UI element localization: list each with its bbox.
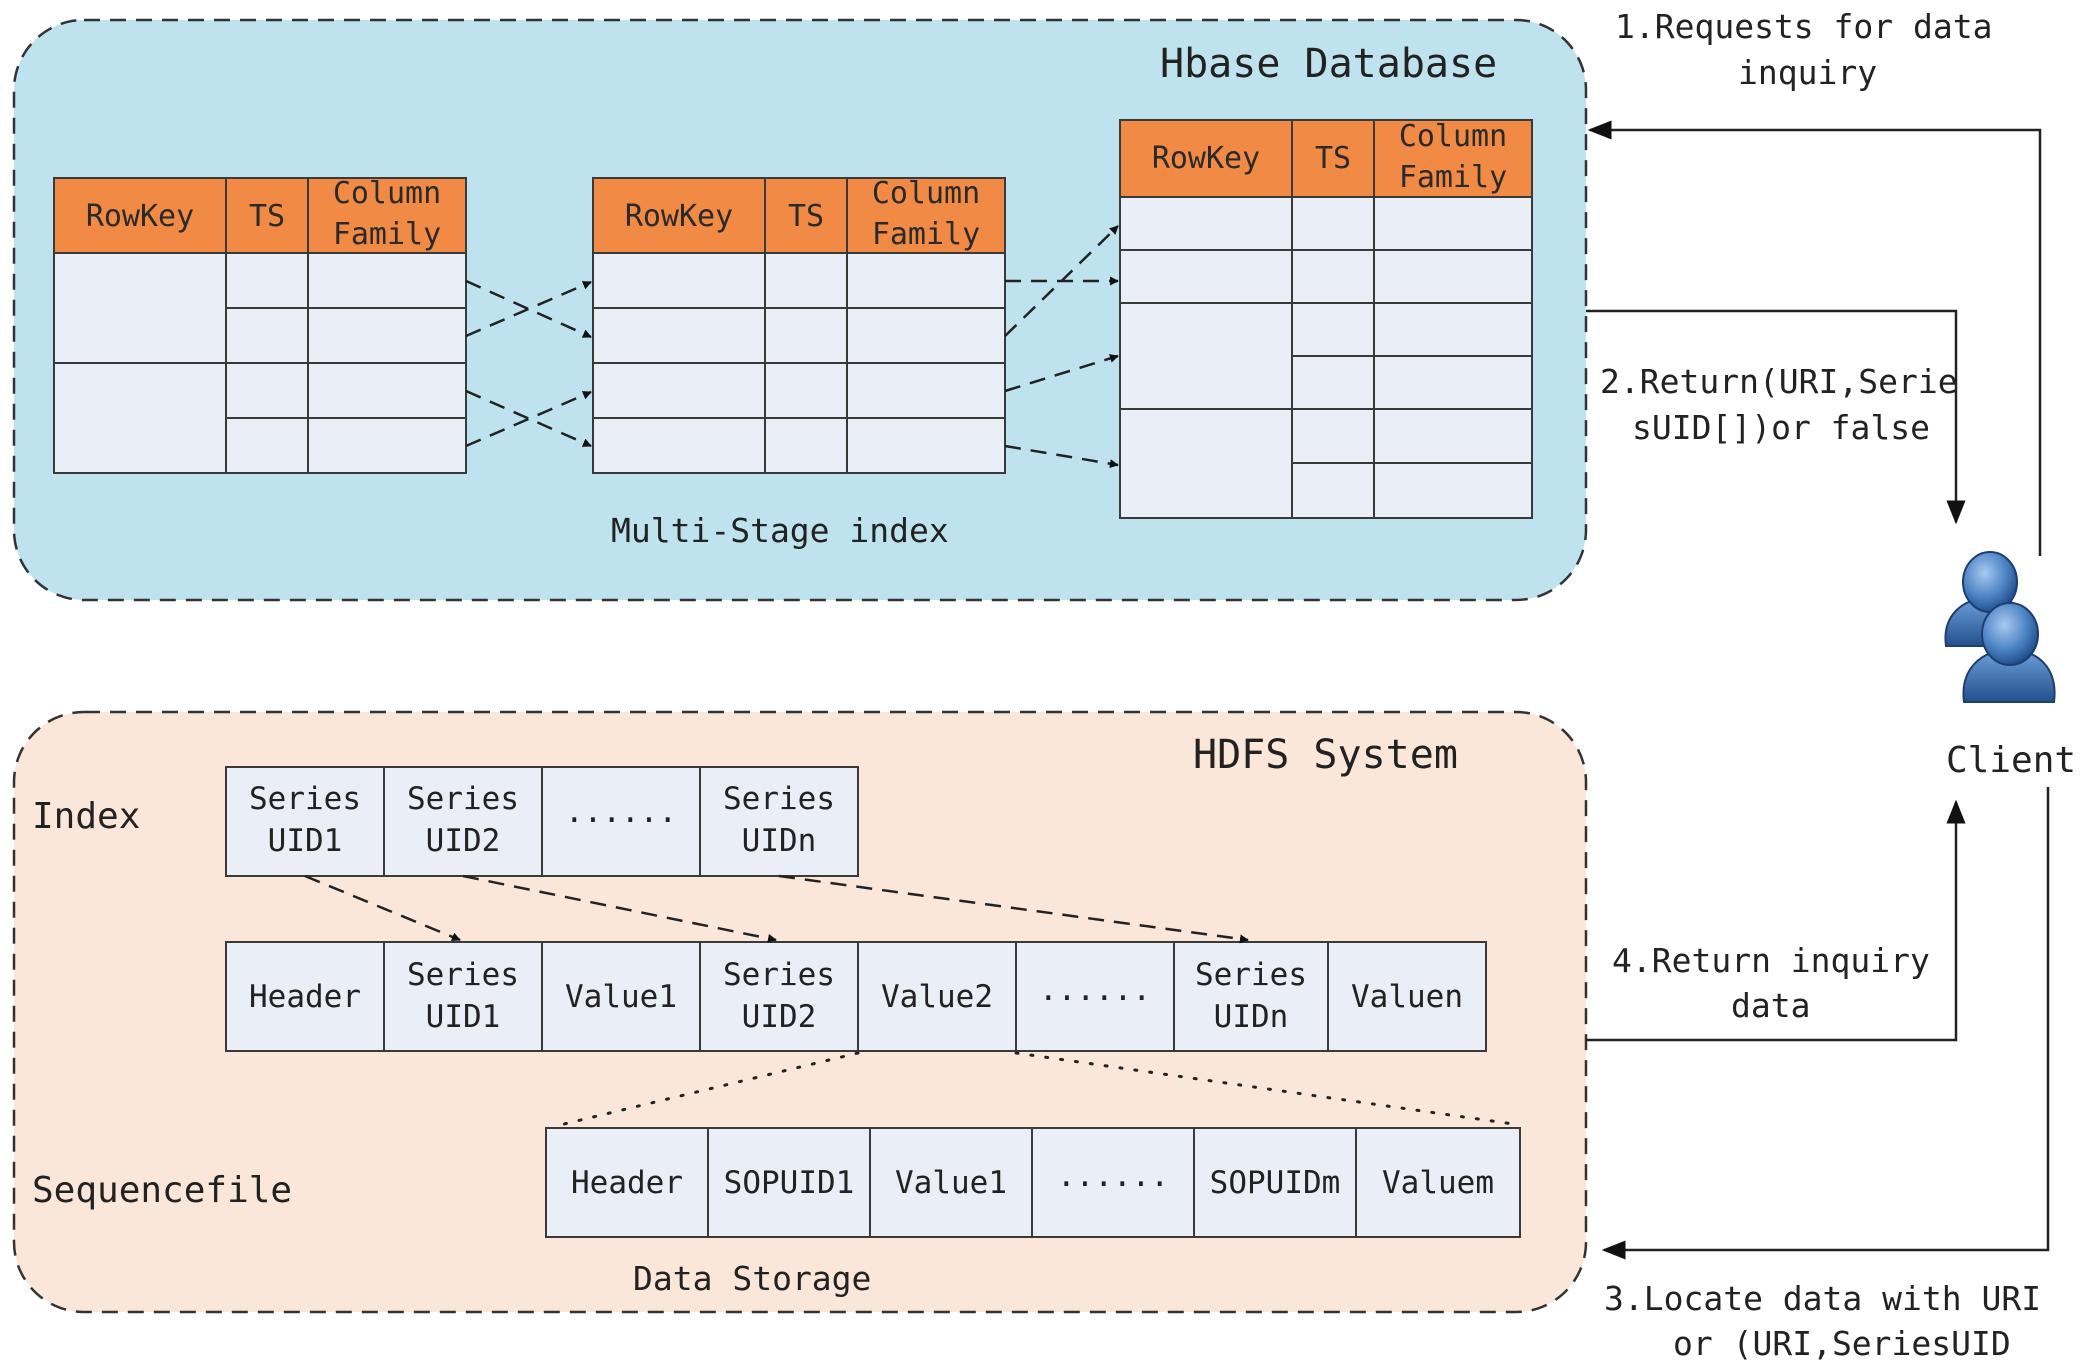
sequence-row: Header Series UID1 Value1 Series UID2 Va… — [225, 941, 1487, 1052]
multi-stage-index-caption: Multi-Stage index — [611, 511, 949, 550]
rowkey-header: RowKey — [1152, 141, 1260, 176]
step2-arrow — [1586, 309, 1966, 525]
column-header-line2: Family — [1399, 160, 1507, 195]
index-cell-2-line2: UID2 — [426, 823, 501, 859]
seq-value2: Value2 — [881, 979, 993, 1015]
index-cell-1-line1: Series — [249, 781, 361, 817]
ts-header: TS — [249, 199, 285, 234]
storage-header: Header — [571, 1165, 683, 1201]
index-label: Index — [32, 796, 140, 837]
hdfs-title: HDFS System — [1193, 732, 1458, 778]
ts-header: TS — [1315, 141, 1351, 176]
step4-line2: data — [1731, 986, 1810, 1025]
hbase-table-3: RowKey TS Column Family — [1119, 119, 1533, 519]
data-storage-caption: Data Storage — [633, 1259, 871, 1298]
step2-line1: 2.Return(URI,Serie — [1600, 362, 1958, 401]
index-cell-2-line1: Series — [407, 781, 519, 817]
column-header-line1: Column — [1399, 119, 1507, 154]
index-cell-1-line2: UID1 — [268, 823, 343, 859]
flow-arrows — [1586, 120, 2050, 1260]
step4-arrow — [1586, 799, 1966, 1042]
rowkey-header: RowKey — [86, 199, 194, 234]
hbase-table-1: RowKey TS Column Family — [53, 176, 467, 474]
uid-links — [304, 874, 1249, 944]
seq-uid1-line1: Series — [407, 957, 519, 993]
hbase-title: Hbase Database — [1160, 41, 1497, 87]
seq-uidn-line1: Series — [1195, 957, 1307, 993]
storage-valuem: Valuem — [1382, 1165, 1494, 1201]
column-header-line1: Column — [333, 176, 441, 211]
storage-ellipsis: ...... — [1057, 1158, 1169, 1194]
index-cell-n-line2: UIDn — [742, 823, 817, 859]
rowkey-header: RowKey — [625, 199, 733, 234]
ts-header: TS — [788, 199, 824, 234]
storage-row: Header SOPUID1 Value1 ...... SOPUIDm Val… — [545, 1127, 1521, 1238]
users-icon — [1944, 551, 2056, 703]
index-links — [465, 225, 1119, 469]
step3-arrow — [1601, 787, 2050, 1260]
storage-sopuidm: SOPUIDm — [1210, 1165, 1341, 1201]
seq-header: Header — [249, 979, 361, 1015]
seq-ellipsis: ...... — [1039, 972, 1151, 1008]
column-header-line1: Column — [872, 176, 980, 211]
seq-uid1-line2: UID1 — [426, 999, 501, 1035]
seq-uid2-line2: UID2 — [742, 999, 817, 1035]
storage-value1: Value1 — [895, 1165, 1007, 1201]
index-cell-n-line1: Series — [723, 781, 835, 817]
step-notes: 1.Requests for data inquiry 2.Return(URI… — [1600, 7, 2041, 1363]
step1-arrow — [1587, 120, 2042, 556]
expansion-lines — [558, 1051, 1522, 1127]
column-header-line2: Family — [333, 217, 441, 252]
step4-line1: 4.Return inquiry — [1612, 941, 1930, 980]
index-cell-ellipsis: ...... — [565, 794, 677, 830]
seq-uidn-line2: UIDn — [1214, 999, 1289, 1035]
step3-line1: 3.Locate data with URI — [1604, 1279, 2041, 1318]
storage-sopuid1: SOPUID1 — [724, 1165, 855, 1201]
column-header-line2: Family — [872, 217, 980, 252]
step1-line1: 1.Requests for data — [1615, 7, 1993, 46]
step1-line2: inquiry — [1738, 53, 1877, 92]
step2-line2: sUID[])or false — [1632, 408, 1930, 447]
hbase-table-2: RowKey TS Column Family — [592, 176, 1006, 474]
seq-uid2-line1: Series — [723, 957, 835, 993]
index-row: Series UID1 Series UID2 ...... Series UI… — [225, 766, 859, 877]
step3-line2: or (URI,SeriesUID — [1673, 1324, 2011, 1363]
seq-value1: Value1 — [565, 979, 677, 1015]
client-label: Client — [1946, 740, 2076, 781]
seq-valuen: Valuen — [1351, 979, 1463, 1015]
sequencefile-label: Sequencefile — [32, 1170, 292, 1211]
